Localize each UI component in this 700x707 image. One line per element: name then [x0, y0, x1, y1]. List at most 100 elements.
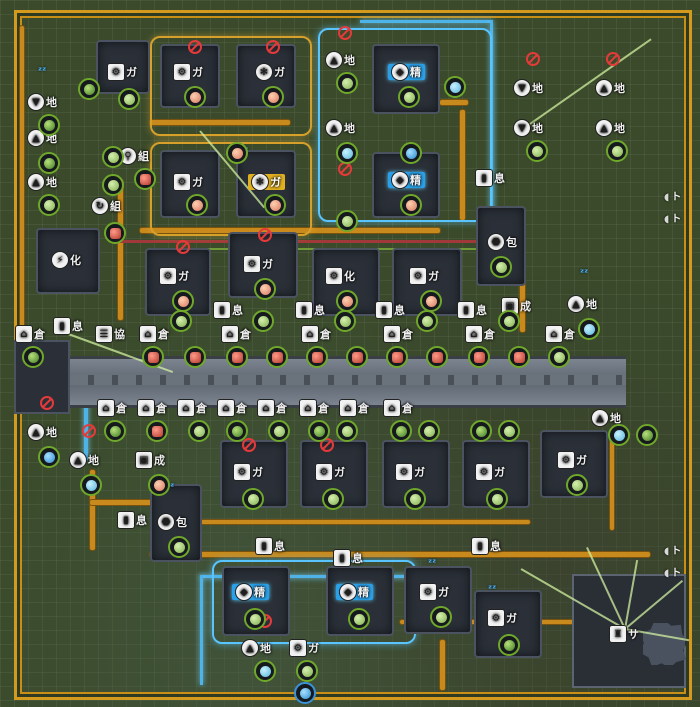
machine-label-ground[interactable]: ▼地: [28, 94, 57, 110]
ore-icon: [583, 323, 595, 335]
warehouse-label[interactable]: ⌂倉: [300, 400, 329, 416]
machine-label-chem[interactable]: ⚙化: [326, 268, 355, 284]
machine-label-pack[interactable]: ⬣包: [488, 234, 517, 250]
warehouse-label[interactable]: ⌂倉: [222, 326, 251, 342]
machine-label-ground[interactable]: ▲地: [326, 52, 355, 68]
machine-label-rest[interactable]: ▮息: [118, 512, 147, 528]
machine-label-ground[interactable]: ▲地: [70, 452, 99, 468]
machine-label-refine[interactable]: ◆精: [388, 172, 425, 188]
machine-label-rest[interactable]: ▮息: [256, 538, 285, 554]
machine-label-rest[interactable]: ▮息: [334, 550, 363, 566]
machine-label-refine[interactable]: ◆精: [336, 584, 373, 600]
gear-icon: [231, 147, 243, 159]
rest-icon: ▮: [118, 512, 134, 528]
warehouse-label[interactable]: ⌂倉: [140, 326, 169, 342]
machine-label-chem[interactable]: ⚡化: [52, 252, 81, 268]
machine-label-rest[interactable]: ▮息: [296, 302, 325, 318]
machine-label-gas[interactable]: ⚙ガ: [558, 452, 587, 468]
forbidden-icon: [40, 396, 54, 410]
machine-label-gas[interactable]: ⚙ガ: [316, 464, 345, 480]
machine-label-ground[interactable]: ▲地: [596, 120, 625, 136]
machine-label-produce[interactable]: ▣成: [136, 452, 165, 468]
power-line: [120, 240, 480, 243]
machine-label-ground[interactable]: ▲地: [28, 174, 57, 190]
machine-label-ground[interactable]: ▲地: [326, 120, 355, 136]
machine-label-refine[interactable]: ◆精: [388, 64, 425, 80]
ore-icon: [491, 493, 503, 505]
warehouse-label[interactable]: ⌂倉: [466, 326, 495, 342]
machine-label-gas[interactable]: ✻ガ: [248, 174, 285, 190]
forbidden-icon: [606, 52, 620, 66]
warehouse-label[interactable]: ⌂倉: [16, 326, 45, 342]
resource-indicator: [104, 222, 126, 244]
resource-indicator: [104, 420, 126, 442]
ore-icon: [503, 425, 515, 437]
machine-label-gas[interactable]: ⚙ガ: [420, 584, 449, 600]
warehouse-label[interactable]: ⌂倉: [384, 326, 413, 342]
warehouse-label[interactable]: ⌂倉: [138, 400, 167, 416]
resource-indicator: [142, 346, 164, 368]
machine-label-ground[interactable]: ▲地: [592, 410, 621, 426]
chem-machine[interactable]: [36, 228, 100, 294]
machine-label-ground[interactable]: ▲地: [242, 640, 271, 656]
work-zone[interactable]: [318, 28, 492, 222]
machine-label-cooperate[interactable]: ☰協: [96, 326, 125, 342]
warehouse-label[interactable]: ⌂倉: [178, 400, 207, 416]
machine-label-gas[interactable]: ⚙ガ: [488, 610, 517, 626]
machine-label-ground[interactable]: ▼地: [514, 120, 543, 136]
work-zone[interactable]: [150, 36, 312, 136]
machine-label-gas[interactable]: ⚙ガ: [244, 256, 273, 272]
refine-icon: ◆: [392, 172, 408, 188]
machine-label-rest[interactable]: ▮息: [458, 302, 487, 318]
resource-indicator: [498, 634, 520, 656]
machine-label-gas[interactable]: ⚙ガ: [234, 464, 263, 480]
warehouse-label[interactable]: ⌂倉: [546, 326, 575, 342]
edge-tag-train[interactable]: ト: [664, 542, 681, 557]
machine-label-rest[interactable]: ▮息: [476, 170, 505, 186]
forbidden-icon: [338, 26, 352, 40]
resource-indicator: [498, 310, 520, 332]
warehouse-label[interactable]: ⌂倉: [302, 326, 331, 342]
machine-label-assemble[interactable]: ↻組: [92, 198, 121, 214]
machine-label-pack[interactable]: ⬣包: [158, 514, 187, 530]
ground-up-icon: ▲: [568, 296, 584, 312]
machine-label-ground[interactable]: ▼地: [514, 80, 543, 96]
ore-icon: [139, 173, 151, 185]
machine-label-rest[interactable]: ▮息: [376, 302, 405, 318]
edge-tag-train[interactable]: ト: [664, 210, 681, 225]
machine-label-gas[interactable]: ✻ガ: [256, 64, 285, 80]
machine-label-gas[interactable]: ⚙ガ: [476, 464, 505, 480]
warehouse-label[interactable]: ⌂倉: [218, 400, 247, 416]
machine-label-gas[interactable]: ⚙ガ: [160, 268, 189, 284]
warehouse-label[interactable]: ⌂倉: [98, 400, 127, 416]
machine-label-ground[interactable]: ▲地: [568, 296, 597, 312]
machine-label-ground[interactable]: ▲地: [596, 80, 625, 96]
machine-label-rest[interactable]: ▮息: [472, 538, 501, 554]
edge-tag-train[interactable]: ト: [664, 188, 681, 203]
water-icon: [43, 451, 55, 463]
ore-icon: [341, 295, 353, 307]
machine-label-ground[interactable]: ▲地: [28, 130, 57, 146]
machine-label-gas[interactable]: ⚙ガ: [290, 640, 319, 656]
machine-label-gas[interactable]: ⚙ガ: [410, 268, 439, 284]
machine-label-rest[interactable]: ▮息: [214, 302, 243, 318]
resource-indicator: [118, 88, 140, 110]
machine-label-gas[interactable]: ⚙ガ: [396, 464, 425, 480]
warehouse-label[interactable]: ⌂倉: [258, 400, 287, 416]
machine-label-refine[interactable]: ◆精: [232, 584, 269, 600]
warehouse-icon: ⌂: [178, 400, 194, 416]
machine-label-ground[interactable]: ▲地: [28, 424, 57, 440]
ground-up-icon: ▲: [326, 52, 342, 68]
machine-label-gas[interactable]: ⚙ガ: [174, 174, 203, 190]
gas-machine[interactable]: [160, 44, 220, 108]
warehouse-icon: ⌂: [258, 400, 274, 416]
edge-tag-train[interactable]: ト: [664, 564, 681, 579]
warehouse-label[interactable]: ⌂倉: [340, 400, 369, 416]
machine-label-assemble[interactable]: ⚲組: [120, 148, 149, 164]
warehouse-label[interactable]: ⌂倉: [384, 400, 413, 416]
machine-label-gas[interactable]: ⚙ガ: [174, 64, 203, 80]
machine-label-gas[interactable]: ⚙ガ: [108, 64, 137, 80]
machine-label-support[interactable]: ♜サ: [610, 626, 639, 642]
machine-label-rest[interactable]: ▮息: [54, 318, 83, 334]
